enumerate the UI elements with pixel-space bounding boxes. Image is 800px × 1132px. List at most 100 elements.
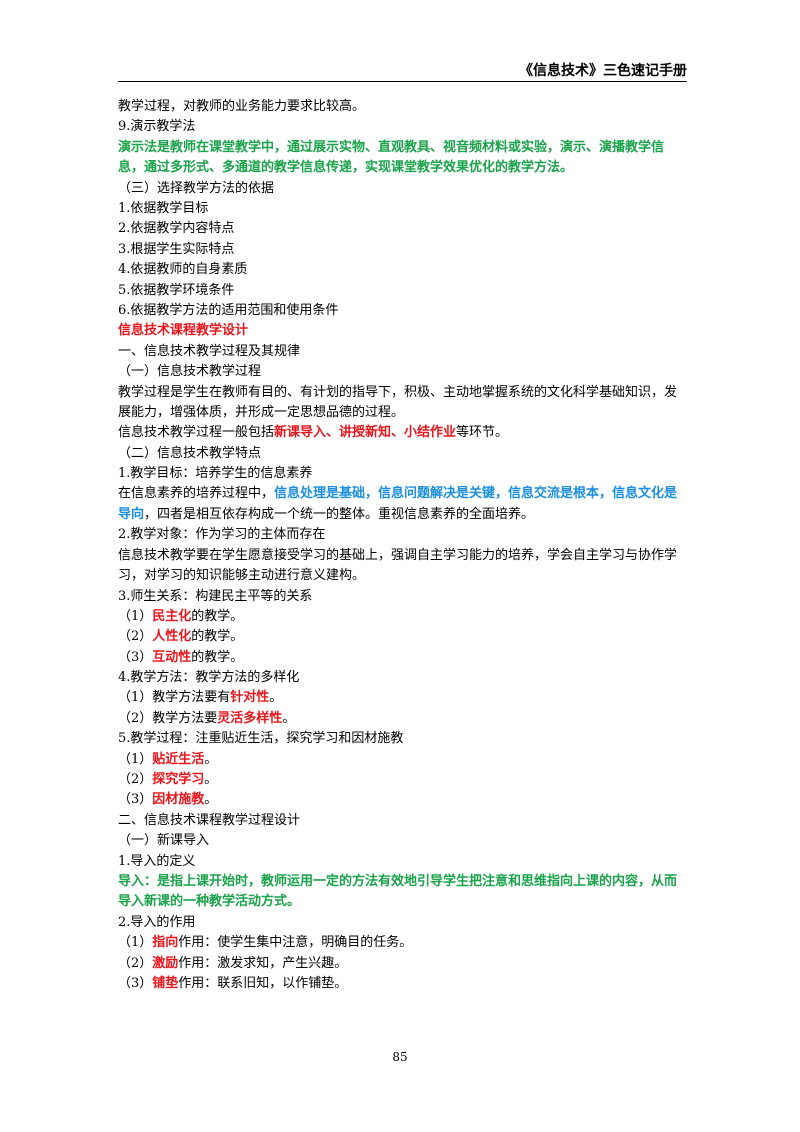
text-line: （1）民主化的教学。: [118, 607, 688, 627]
text-segment: 教学过程是学生在教师有目的、有计划的指导下，积极、主动地掌握系统的文化科学基础知…: [118, 384, 678, 420]
text-line: （2）人性化的教学。: [118, 627, 688, 647]
highlight-text: 针对性: [230, 690, 270, 706]
text-segment: 的教学。: [191, 649, 244, 665]
text-line: （1）指向作用：使学生集中注意，明确目的任务。: [118, 933, 688, 953]
text-line: 在信息素养的培养过程中，信息处理是基础，信息问题解决是关键，信息交流是根本，信息…: [118, 484, 688, 525]
text-segment: 。: [269, 690, 283, 706]
text-segment: 1.依据教学目标: [118, 200, 209, 216]
text-segment: 。: [204, 792, 218, 808]
text-line: 2.依据教学内容特点: [118, 219, 688, 239]
text-segment: （二）信息技术教学特点: [118, 445, 262, 461]
text-line: 演示法是教师在课堂教学中，通过展示实物、直观教具、视音频材料或实验，演示、演播教…: [118, 138, 688, 179]
text-line: （2）探究学习。: [118, 770, 688, 790]
highlight-text: 指上课开始时，教师运用一定的方法有效地引导学生把注意和思维指向上课的内容，从而导…: [118, 873, 678, 910]
text-line: 2.教学对象：作为学习的主体而存在: [118, 525, 688, 545]
text-line: 1.导入的定义: [118, 852, 688, 872]
text-line: （1）贴近生活。: [118, 750, 688, 770]
text-segment: 1.导入的定义: [118, 853, 196, 869]
text-line: 3.师生关系：构建民主平等的关系: [118, 587, 688, 607]
text-segment: ，四者是相互依存构成一个统一的整体。重视信息素养的全面培养。: [144, 506, 535, 522]
text-segment: 二、信息技术课程教学过程设计: [118, 812, 301, 828]
text-segment: （三）选择教学方法的依据: [118, 180, 275, 196]
text-line: （一）信息技术教学过程: [118, 362, 688, 382]
text-segment: （1）: [118, 935, 153, 951]
text-line: 信息技术教学过程一般包括新课导入、讲授新知、小结作业等环节。: [118, 423, 688, 443]
text-segment: 。: [204, 772, 218, 788]
text-segment: 1.教学目标：培养学生的信息素养: [118, 466, 313, 482]
text-line: 1.教学目标：培养学生的信息素养: [118, 464, 688, 484]
text-segment: （1）: [118, 608, 153, 624]
highlight-text: 指向: [152, 935, 179, 951]
highlight-text: 互动性: [152, 649, 192, 665]
text-segment: （1）: [118, 751, 153, 767]
text-segment: （一）新课导入: [118, 833, 210, 849]
page-number: 85: [392, 1050, 408, 1064]
highlight-text: 新课导入、讲授新知、小结作业: [274, 425, 457, 441]
highlight-text: 铺垫: [152, 975, 179, 991]
text-segment: （2）: [118, 772, 153, 788]
highlight-text: 灵活多样性: [217, 710, 283, 726]
text-line: 4.依据教师的自身素质: [118, 260, 688, 280]
text-line: 信息技术课程教学设计: [118, 321, 688, 341]
text-segment: （一）信息技术教学过程: [118, 364, 262, 380]
text-line: 9.演示教学法: [118, 117, 688, 137]
highlight-text: 师在课堂教学中，通过展示实物、直观教具、视音频材料或实验，演示、演播教学信息，通…: [118, 139, 665, 176]
text-line: 3.根据学生实际特点: [118, 240, 688, 260]
highlight-text: 探究学习: [152, 772, 205, 788]
text-segment: 5.教学过程：注重贴近生活，探究学习和因材施教: [118, 731, 404, 747]
text-segment: 2.教学对象：作为学习的主体而存在: [118, 527, 326, 543]
text-line: 2.导入的作用: [118, 913, 688, 933]
highlight-text: 民主化: [152, 608, 192, 624]
highlight-text: 信息技术课程教学设计: [118, 323, 249, 339]
text-segment: （2）: [118, 955, 153, 971]
text-segment: 。: [204, 751, 218, 767]
text-segment: 5.依据教学环境条件: [118, 282, 235, 298]
text-line: （2）激励作用：激发求知，产生兴趣。: [118, 954, 688, 974]
text-segment: 一、信息技术教学过程及其规律: [118, 343, 301, 359]
text-line: （三）选择教学方法的依据: [118, 179, 688, 199]
text-segment: 教学过程，对教师的业务能力要求比较高。: [118, 99, 366, 114]
text-segment: 作用：使学生集中注意，明确目的任务。: [178, 935, 413, 951]
text-line: （3）铺垫作用：联系旧知，以作铺垫。: [118, 974, 688, 994]
text-line: 二、信息技术课程教学过程设计: [118, 811, 688, 831]
highlight-text: 因材施教: [152, 792, 205, 808]
text-segment: （1）教学方法要有: [118, 690, 231, 706]
text-line: 5.依据教学环境条件: [118, 281, 688, 301]
text-line: 导入：是指上课开始时，教师运用一定的方法有效地引导学生把注意和思维指向上课的内容…: [118, 872, 688, 913]
highlight-text: 信息处理是基础，信息问题解决是关键，信息交流是根本，信息文化是导向: [118, 486, 678, 522]
text-segment: 信息技术教学要在学生愿意接受学习的基础上，强调自主学习能力的培养，学会自主学习与…: [118, 547, 678, 584]
text-line: 教学过程是学生在教师有目的、有计划的指导下，积极、主动地掌握系统的文化科学基础知…: [118, 383, 688, 424]
text-segment: 4.教学方法：教学方法的多样化: [118, 670, 300, 686]
text-line: （一）新课导入: [118, 831, 688, 851]
running-header: 《信息技术》三色速记手册: [519, 63, 687, 79]
header-divider: [118, 81, 687, 82]
text-line: （二）信息技术教学特点: [118, 444, 688, 464]
highlight-text: 人性化: [152, 629, 192, 645]
text-line: 4.教学方法：教学方法的多样化: [118, 668, 688, 688]
text-line: （3）互动性的教学。: [118, 648, 688, 668]
text-line: 信息技术教学要在学生愿意接受学习的基础上，强调自主学习能力的培养，学会自主学习与…: [118, 546, 688, 587]
text-segment: 3.根据学生实际特点: [118, 241, 235, 257]
text-segment: （3）: [118, 975, 153, 991]
text-line: 一、信息技术教学过程及其规律: [118, 342, 688, 362]
text-segment: （2）: [118, 629, 153, 645]
text-segment: （2）教学方法要: [118, 710, 218, 726]
text-segment: 作用：联系旧知，以作铺垫。: [178, 975, 348, 991]
text-line: 1.依据教学目标: [118, 199, 688, 219]
text-segment: 。: [282, 710, 296, 726]
text-line: 教学过程，对教师的业务能力要求比较高。: [118, 97, 688, 117]
highlight-text: 演示法是教: [118, 139, 184, 155]
text-segment: 9.演示教学法: [118, 119, 196, 135]
text-segment: 3.师生关系：构建民主平等的关系: [118, 588, 313, 604]
text-segment: 2.导入的作用: [118, 914, 196, 930]
page-body: 教学过程，对教师的业务能力要求比较高。9.演示教学法演示法是教师在课堂教学中，通…: [118, 97, 688, 994]
text-line: 6.依据教学方法的适用范围和使用条件: [118, 301, 688, 321]
text-segment: 的教学。: [191, 608, 244, 624]
text-segment: 作用：激发求知，产生兴趣。: [178, 955, 348, 971]
text-segment: 6.依据教学方法的适用范围和使用条件: [118, 302, 339, 318]
text-line: （3）因材施教。: [118, 790, 688, 810]
text-segment: 等环节。: [456, 425, 509, 441]
text-line: （1）教学方法要有针对性。: [118, 688, 688, 708]
highlight-text: 激励: [152, 955, 179, 971]
text-line: 5.教学过程：注重贴近生活，探究学习和因材施教: [118, 729, 688, 749]
